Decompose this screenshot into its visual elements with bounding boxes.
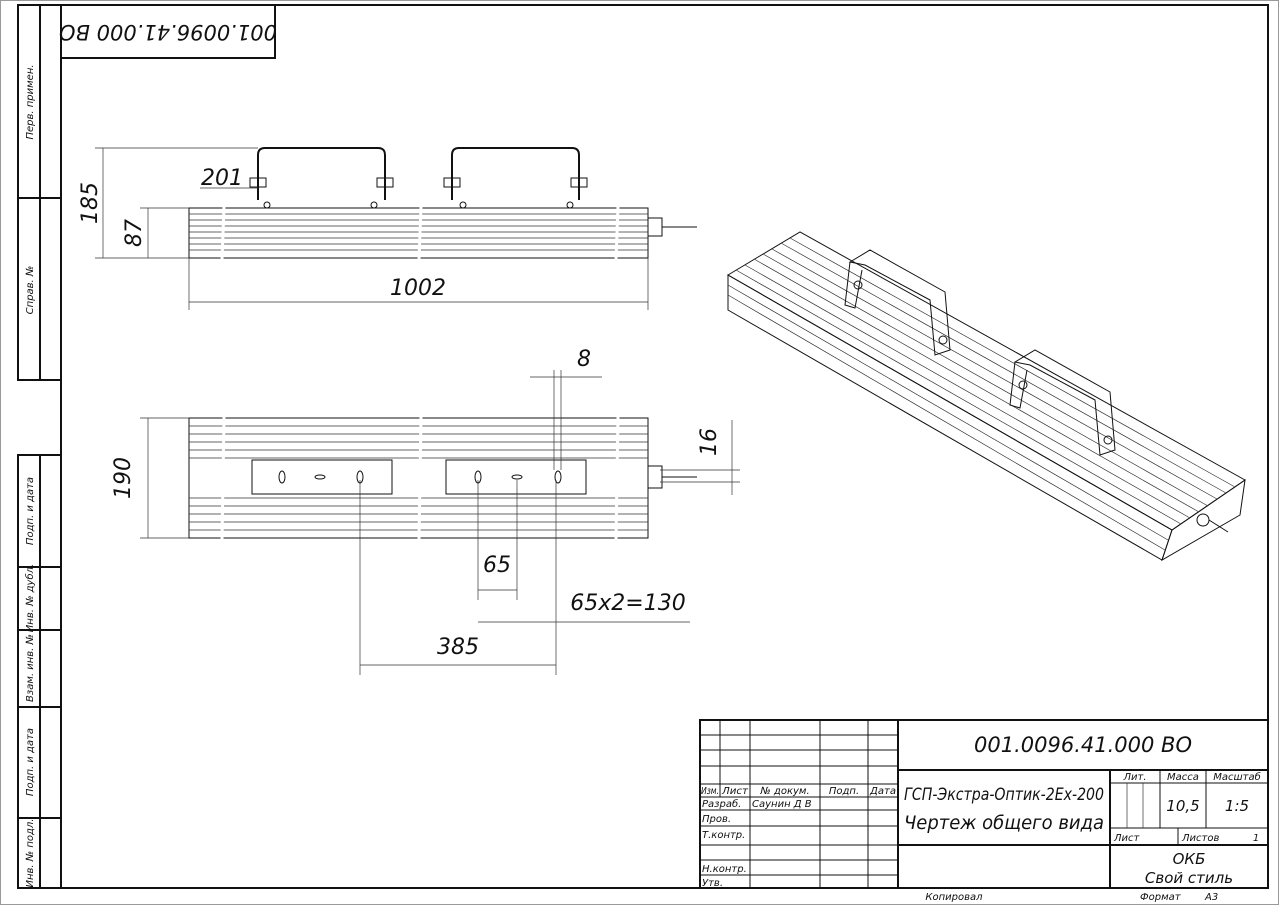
sprav-no-label: Справ. № — [25, 266, 36, 315]
isometric-view — [727, 231, 1246, 562]
inv-podl-label: Инв. № подл. — [25, 819, 36, 888]
top-view: 190 8 16 65 65x2=130 385 — [111, 347, 740, 675]
role-razrab: Разраб. — [702, 798, 741, 810]
developer-name: Саунин Д В — [752, 799, 812, 810]
lit-label: Лит. — [1122, 772, 1146, 783]
sheets-count: 1 — [1253, 833, 1259, 844]
scale-value: 1:5 — [1225, 797, 1249, 815]
role-t-kontr: Т.контр. — [702, 830, 745, 841]
sheets-label: Листов — [1181, 833, 1219, 844]
role-prov: Пров. — [702, 814, 731, 825]
dim-87: 87 — [122, 219, 147, 247]
org-name-1: ОКБ — [1173, 850, 1206, 868]
scale-label: Масштаб — [1213, 771, 1261, 783]
stamp-code-text: 001.0096.41.000 ВО — [59, 20, 277, 44]
header-podp: Подп. — [829, 786, 859, 797]
document-code: 001.0096.41.000 ВО — [974, 733, 1192, 757]
org-name-2: Свой стиль — [1145, 869, 1233, 887]
podp-data-label-2: Подп. и дата — [25, 728, 36, 796]
dim-201: 201 — [201, 166, 243, 191]
header-list: Лист — [721, 786, 749, 797]
sheet-label: Лист — [1113, 833, 1141, 844]
vzam-inv-label: Взам. инв. № — [25, 634, 36, 702]
dim-65: 65 — [483, 553, 511, 578]
copied-label: Копировал — [925, 892, 983, 903]
podp-data-label: Подп. и дата — [25, 477, 36, 545]
dim-16: 16 — [697, 428, 722, 456]
format-value: А3 — [1204, 892, 1218, 903]
perv-primen-label: Перв. примен. — [25, 64, 36, 139]
role-utv: Утв. — [702, 878, 723, 889]
mass-label: Масса — [1167, 772, 1199, 783]
left-strip: Перв. примен. Справ. № Подп. и дата Инв.… — [17, 4, 62, 889]
format-label: Формат — [1140, 892, 1182, 903]
header-doc-no: № докум. — [759, 786, 809, 797]
header-izm: Изм. — [701, 786, 719, 797]
side-view: 185 87 201 1002 — [78, 147, 697, 310]
dim-8: 8 — [577, 347, 591, 372]
title-block: Изм. Лист № докум. Подп. Дата Разраб. Са… — [699, 719, 1269, 903]
dim-190: 190 — [111, 457, 136, 499]
dim-1002: 1002 — [390, 276, 446, 301]
rotated-code-stamp: 001.0096.41.000 ВО — [59, 4, 277, 59]
mass-value: 10,5 — [1166, 797, 1199, 815]
dim-130: 65x2=130 — [570, 591, 685, 616]
dim-185: 185 — [78, 182, 103, 224]
drawing-type: Чертеж общего вида — [904, 812, 1104, 834]
role-n-kontr: Н.контр. — [702, 864, 747, 875]
inv-dubl-label: Инв. № дубл. — [24, 564, 36, 632]
drawing-frame — [60, 4, 1269, 889]
header-data: Дата — [869, 786, 896, 797]
dim-385: 385 — [437, 635, 479, 660]
product-name: ГСП-Экстра-Оптик-2Ex-200 — [904, 785, 1104, 805]
